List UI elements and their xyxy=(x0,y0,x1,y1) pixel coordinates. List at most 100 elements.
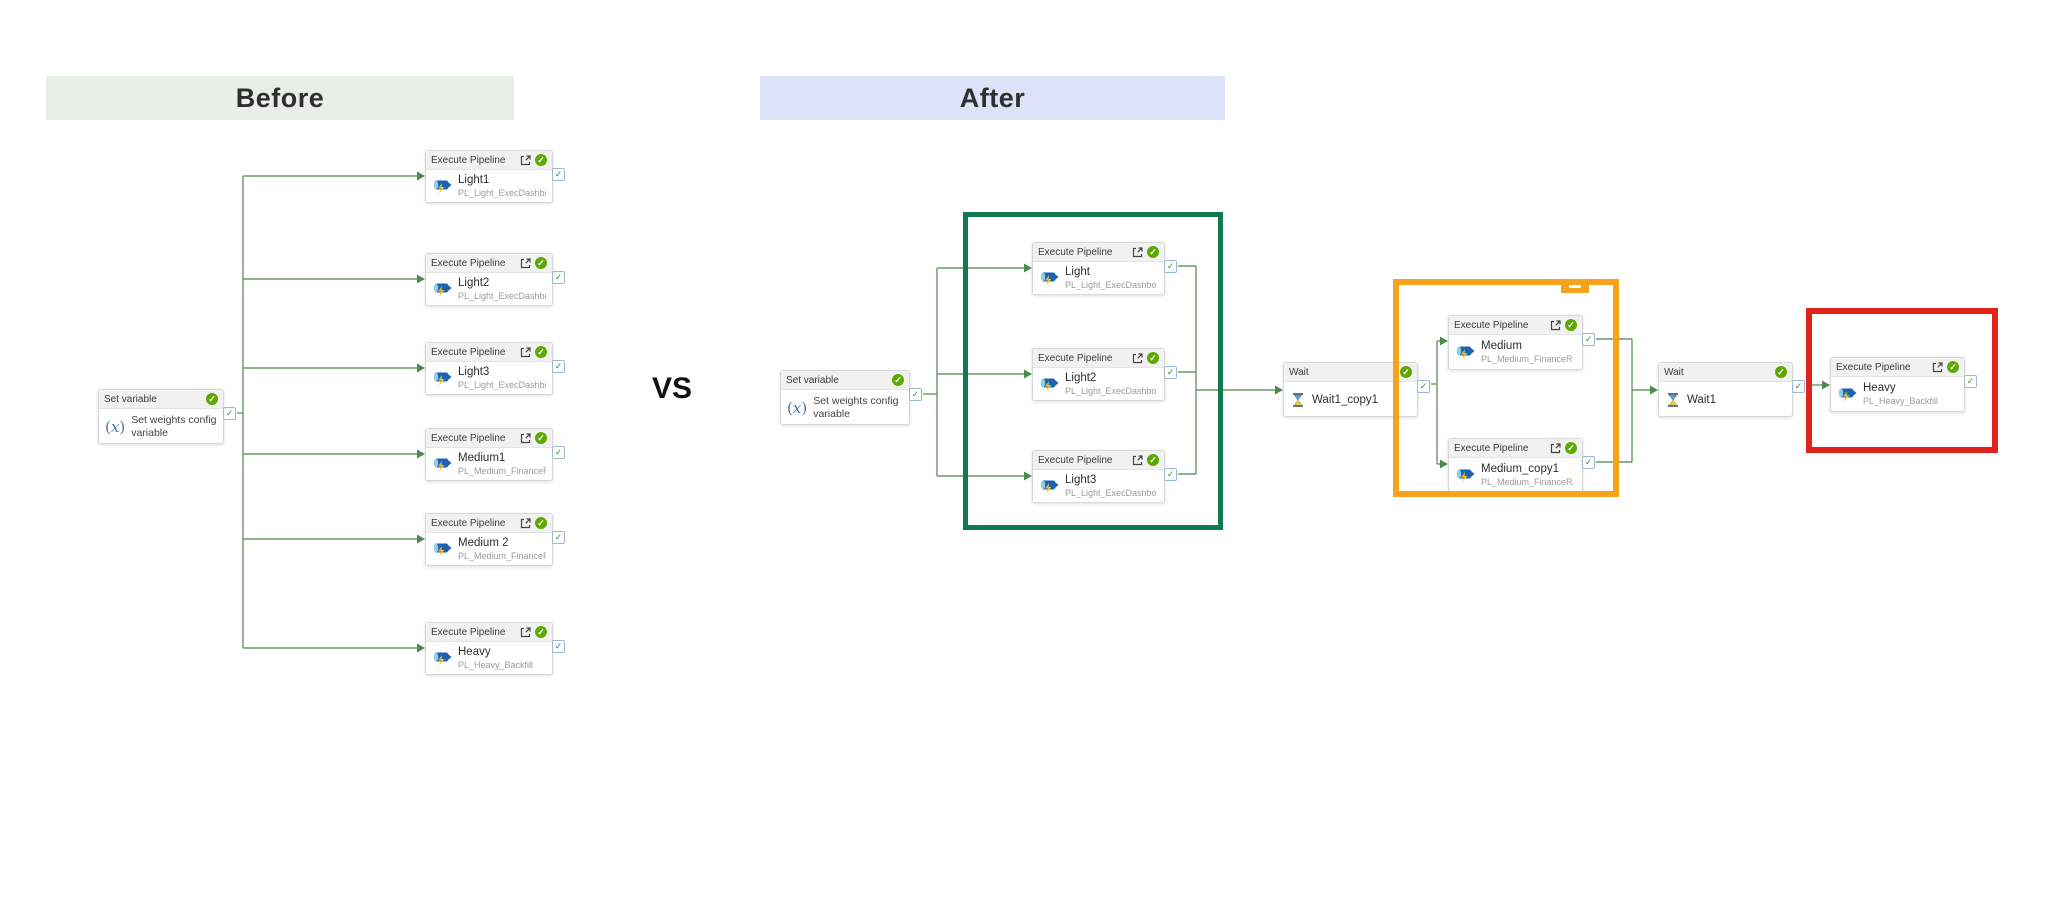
output-port[interactable]: ✓ xyxy=(552,271,565,284)
wait-node[interactable]: Wait ✓ Wait1_copy1 ✓ xyxy=(1283,362,1430,417)
node-type-label: Execute Pipeline xyxy=(1836,361,1911,373)
success-status-icon: ✓ xyxy=(1947,361,1959,373)
pipeline-reference: PL_Heavy_Backfill xyxy=(458,659,534,670)
node-type-label: Execute Pipeline xyxy=(431,257,506,269)
node-type-label: Wait xyxy=(1289,366,1309,378)
open-pipeline-icon[interactable] xyxy=(520,257,531,269)
open-pipeline-icon[interactable] xyxy=(1132,352,1143,364)
node-header: Execute Pipeline ✓ xyxy=(426,151,552,170)
pipeline-icon xyxy=(1039,271,1059,286)
node-body: Medium 2PL_Medium_FinanceR... xyxy=(426,533,552,566)
success-status-icon: ✓ xyxy=(1147,352,1159,364)
output-port[interactable]: ✓ xyxy=(1792,380,1805,393)
pipeline-reference: PL_Medium_FinanceR... xyxy=(1481,353,1573,364)
success-status-icon: ✓ xyxy=(535,154,547,166)
node-header: Execute Pipeline ✓ xyxy=(1831,358,1964,377)
output-port[interactable]: ✓ xyxy=(552,360,565,373)
success-status-icon: ✓ xyxy=(1565,442,1577,454)
output-port[interactable]: ✓ xyxy=(552,446,565,459)
set-variable-icon: (x) xyxy=(787,398,808,417)
open-pipeline-icon[interactable] xyxy=(520,517,531,529)
node-body: (x) Set weights config variable xyxy=(781,390,909,425)
activity-name: Light2 xyxy=(1065,372,1097,385)
pipeline-icon xyxy=(432,371,452,386)
node-type-label: Execute Pipeline xyxy=(1038,246,1113,258)
hourglass-icon xyxy=(1290,392,1306,408)
node-type-label: Execute Pipeline xyxy=(431,626,506,638)
activity-name: Set weights config variable xyxy=(813,395,899,420)
node-header: Execute Pipeline ✓ xyxy=(1033,451,1164,470)
node-body: (x) Set weights config variable xyxy=(99,409,223,444)
wait-node[interactable]: Wait ✓ Wait1 ✓ xyxy=(1658,362,1805,417)
pipeline-icon xyxy=(432,179,452,194)
open-pipeline-icon[interactable] xyxy=(520,432,531,444)
open-pipeline-icon[interactable] xyxy=(520,154,531,166)
node-header: Execute Pipeline ✓ xyxy=(426,514,552,533)
output-port[interactable]: ✓ xyxy=(1164,366,1177,379)
open-pipeline-icon[interactable] xyxy=(1932,361,1943,373)
pipeline-icon xyxy=(432,542,452,557)
success-status-icon: ✓ xyxy=(1775,366,1787,378)
node-type-label: Execute Pipeline xyxy=(431,432,506,444)
output-port[interactable]: ✓ xyxy=(1582,333,1595,346)
open-pipeline-icon[interactable] xyxy=(1132,246,1143,258)
node-type-label: Set variable xyxy=(786,374,839,386)
activity-name: Light1 xyxy=(458,174,490,187)
open-pipeline-icon[interactable] xyxy=(1550,442,1561,454)
pipeline-reference: PL_Light_ExecDashbo... xyxy=(1065,487,1157,498)
set-variable-node[interactable]: Set variable ✓ (x) Set weights config va… xyxy=(98,389,236,444)
output-port[interactable]: ✓ xyxy=(1417,380,1430,393)
pipeline-reference: PL_Light_ExecDashbo... xyxy=(458,187,546,198)
open-pipeline-icon[interactable] xyxy=(520,626,531,638)
pipeline-reference: PL_Light_ExecDashbo... xyxy=(1065,279,1157,290)
output-port[interactable]: ✓ xyxy=(552,168,565,181)
node-header: Set variable ✓ xyxy=(781,371,909,390)
node-type-label: Execute Pipeline xyxy=(431,154,506,166)
success-status-icon: ✓ xyxy=(206,393,218,405)
output-port[interactable]: ✓ xyxy=(1964,375,1977,388)
success-status-icon: ✓ xyxy=(535,432,547,444)
node-header: Wait ✓ xyxy=(1659,363,1792,382)
node-type-label: Execute Pipeline xyxy=(431,517,506,529)
pipeline-reference: PL_Light_ExecDashbo... xyxy=(458,379,546,390)
before-section-title: Before xyxy=(46,76,514,120)
activity-name: Medium xyxy=(1481,340,1522,353)
success-status-icon: ✓ xyxy=(535,626,547,638)
pipeline-icon xyxy=(432,651,452,666)
set-variable-node[interactable]: Set variable ✓ (x) Set weights config va… xyxy=(780,370,922,425)
node-header: Execute Pipeline ✓ xyxy=(426,429,552,448)
vs-label: VS xyxy=(652,372,693,405)
activity-name: Heavy xyxy=(1863,382,1896,395)
output-port[interactable]: ✓ xyxy=(552,531,565,544)
open-pipeline-icon[interactable] xyxy=(1550,319,1561,331)
open-pipeline-icon[interactable] xyxy=(1132,454,1143,466)
output-port[interactable]: ✓ xyxy=(223,407,236,420)
output-port[interactable]: ✓ xyxy=(1164,260,1177,273)
success-status-icon: ✓ xyxy=(892,374,904,386)
node-type-label: Execute Pipeline xyxy=(1454,442,1529,454)
node-body: Light3PL_Light_ExecDashbo... xyxy=(426,362,552,395)
output-port[interactable]: ✓ xyxy=(1164,468,1177,481)
output-port[interactable]: ✓ xyxy=(1582,456,1595,469)
set-variable-icon: (x) xyxy=(105,417,126,436)
activity-name: Wait1 xyxy=(1687,393,1716,406)
after-section-title: After xyxy=(760,76,1225,120)
output-port[interactable]: ✓ xyxy=(552,640,565,653)
open-pipeline-icon[interactable] xyxy=(520,346,531,358)
output-port[interactable]: ✓ xyxy=(909,388,922,401)
